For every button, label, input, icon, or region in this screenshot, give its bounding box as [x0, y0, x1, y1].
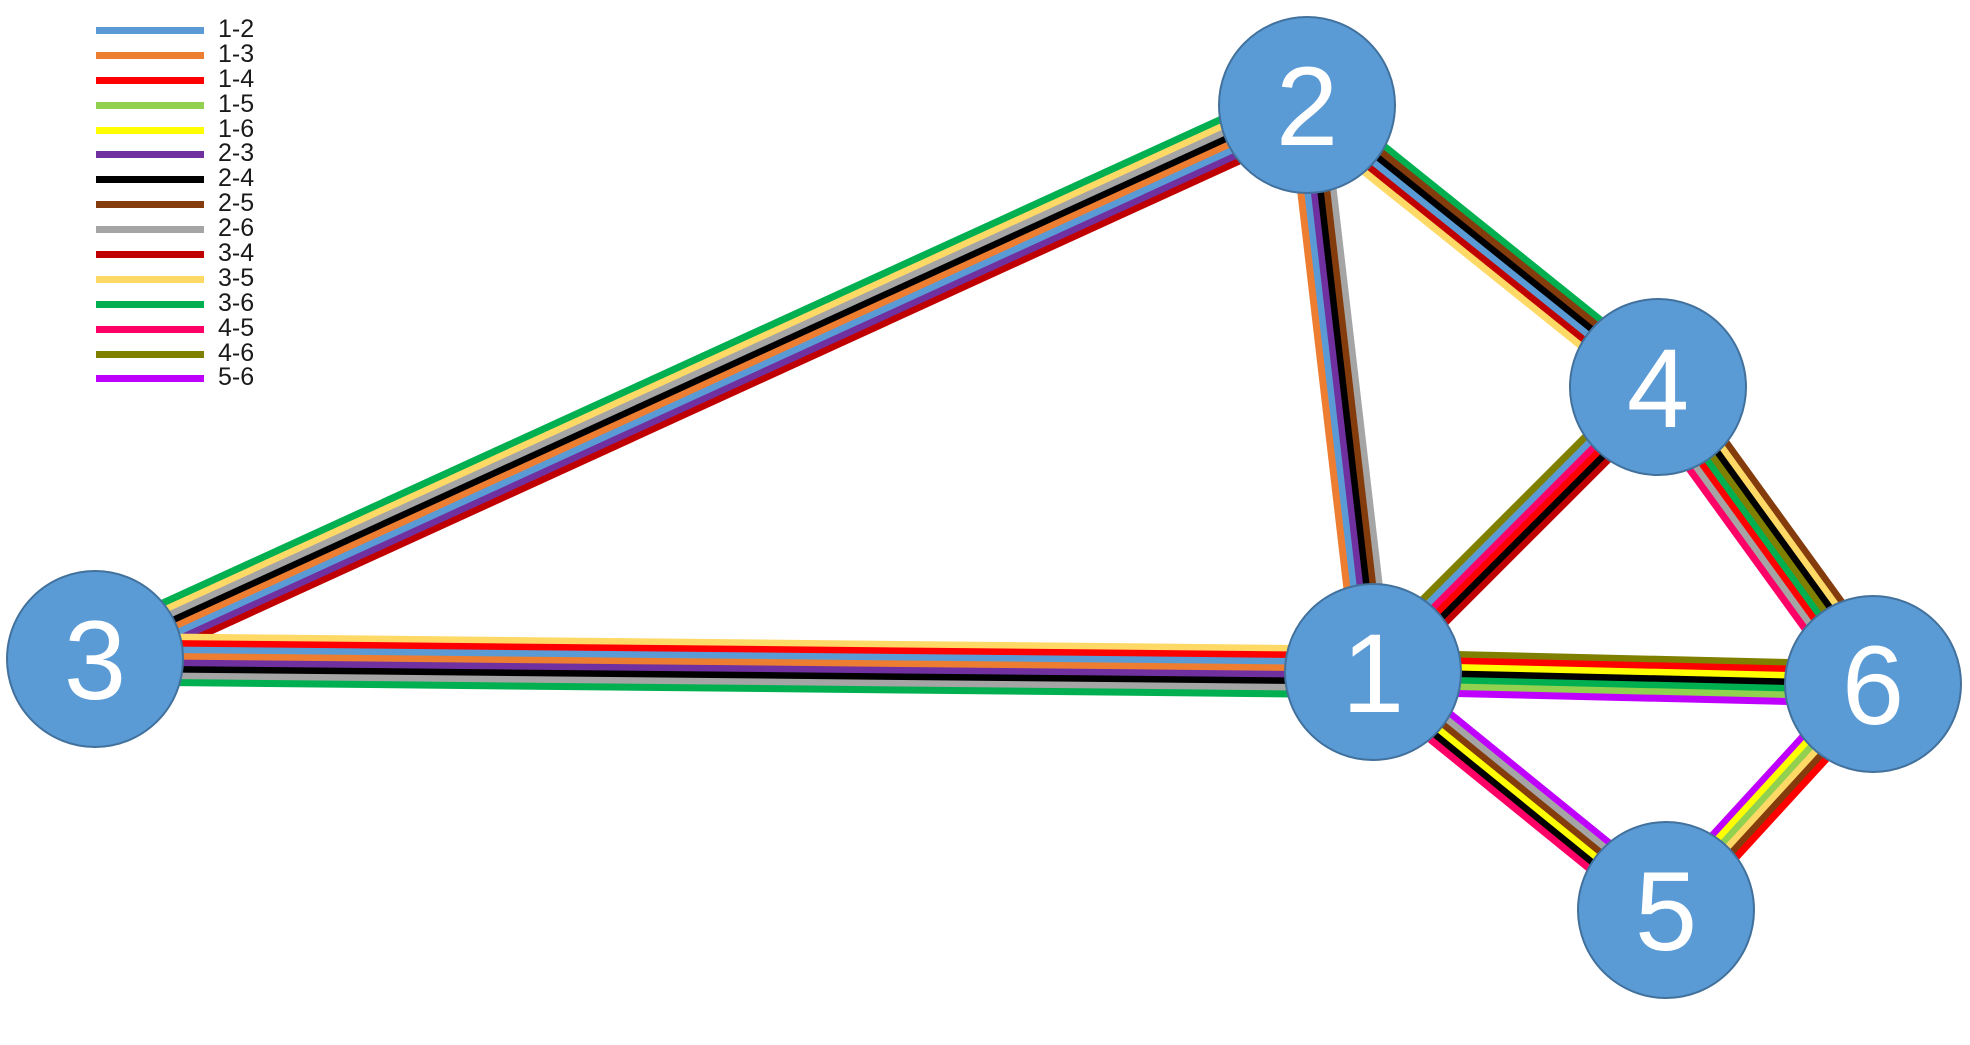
legend-swatch: [96, 151, 204, 159]
legend-item: 2-4: [96, 164, 336, 193]
edge-bundles: [84, 81, 1895, 926]
edge-line: [100, 116, 1316, 677]
legend-label: 2-5: [218, 189, 255, 218]
edge-line: [1306, 104, 1380, 673]
node-label: 2: [1276, 44, 1338, 169]
legend-label: 3-6: [218, 288, 255, 317]
edge-line: [94, 665, 1373, 686]
node-3: 3: [6, 570, 184, 748]
legend-swatch: [96, 375, 204, 383]
legend-label: 1-3: [218, 39, 255, 68]
legend-label: 2-4: [218, 164, 255, 193]
legend-item: 1-2: [96, 15, 336, 43]
node-2: 2: [1218, 16, 1396, 194]
node-label: 1: [1342, 611, 1404, 736]
legend-swatch: [96, 275, 204, 283]
legend-swatch: [96, 201, 204, 209]
legend-swatch: [96, 251, 204, 259]
node-label: 6: [1842, 623, 1904, 748]
legend-swatch: [96, 27, 204, 34]
legend-item: 2-5: [96, 189, 336, 218]
edge-line: [94, 104, 1310, 666]
legend-label: 1-5: [218, 89, 255, 118]
legend-swatch: [96, 51, 204, 59]
edge-line: [1293, 105, 1367, 674]
legend-swatch: [96, 76, 204, 84]
legend-item: 1-6: [96, 114, 336, 143]
legend-item: 3-5: [96, 263, 336, 292]
node-label: 5: [1635, 849, 1697, 974]
node-6: 6: [1784, 595, 1962, 773]
edge-line: [94, 658, 1374, 679]
legend-swatch: [96, 126, 204, 134]
legend-label: 2-3: [218, 139, 255, 168]
node-circle: [6, 570, 184, 748]
edge-line: [86, 87, 1302, 648]
edge-line: [1319, 102, 1393, 671]
legend-swatch: [96, 226, 204, 234]
legend-item: 2-6: [96, 214, 336, 243]
node-5: 5: [1577, 821, 1755, 999]
legend-item: 1-5: [96, 89, 336, 118]
legend-label: 1-2: [218, 15, 255, 43]
node-1: 1: [1284, 583, 1462, 761]
edge-line: [1287, 106, 1361, 675]
legend-swatch: [96, 101, 204, 109]
node-circle: [1284, 583, 1462, 761]
edge-line: [103, 122, 1318, 683]
legend-label: 2-6: [218, 214, 255, 243]
legend-item: 1-4: [96, 64, 336, 93]
edge-line: [1300, 104, 1374, 673]
node-circle: [1784, 595, 1962, 773]
legend-swatch: [96, 350, 204, 358]
edge-bundle-2-1: [1287, 102, 1393, 675]
legend-item: 5-6: [96, 363, 336, 392]
legend-label: 4-6: [218, 338, 255, 367]
edge-line: [94, 678, 1373, 699]
legend-label: 1-6: [218, 114, 255, 143]
node-label: 3: [64, 598, 126, 723]
edge-line: [95, 632, 1374, 653]
edge-line: [95, 639, 1374, 660]
graph-nodes: 1 2 3 4 5 6: [6, 16, 1962, 999]
legend-item: 3-4: [96, 239, 336, 268]
edge-line: [94, 652, 1374, 673]
edge-bundle-2-3: [84, 81, 1318, 683]
legend-label: 3-5: [218, 263, 255, 292]
legend-swatch: [96, 300, 204, 308]
legend-label: 1-4: [218, 64, 255, 93]
legend-label: 5-6: [218, 363, 255, 392]
legend-swatch: [96, 325, 204, 333]
edge-line: [94, 671, 1373, 692]
node-4: 4: [1569, 298, 1747, 476]
edge-line: [89, 92, 1305, 654]
legend-item: 4-6: [96, 338, 336, 367]
edge-line: [97, 110, 1313, 672]
node-circle: [1577, 821, 1755, 999]
edge-bundle-3-1: [94, 632, 1374, 699]
legend-item: 1-3: [96, 39, 336, 68]
edge-line: [84, 81, 1299, 642]
edge-line: [1313, 103, 1387, 672]
edge-line: [92, 98, 1308, 660]
legend-item: 2-3: [96, 139, 336, 168]
node-label: 4: [1627, 326, 1689, 451]
legend-swatch: [96, 176, 204, 184]
legend-label: 4-5: [218, 313, 255, 342]
legend-label: 3-4: [218, 239, 255, 268]
legend-item: 4-5: [96, 313, 336, 342]
legend-item: 3-6: [96, 288, 336, 317]
node-circle: [1218, 16, 1396, 194]
node-circle: [1569, 298, 1747, 476]
edge-line: [95, 645, 1374, 666]
